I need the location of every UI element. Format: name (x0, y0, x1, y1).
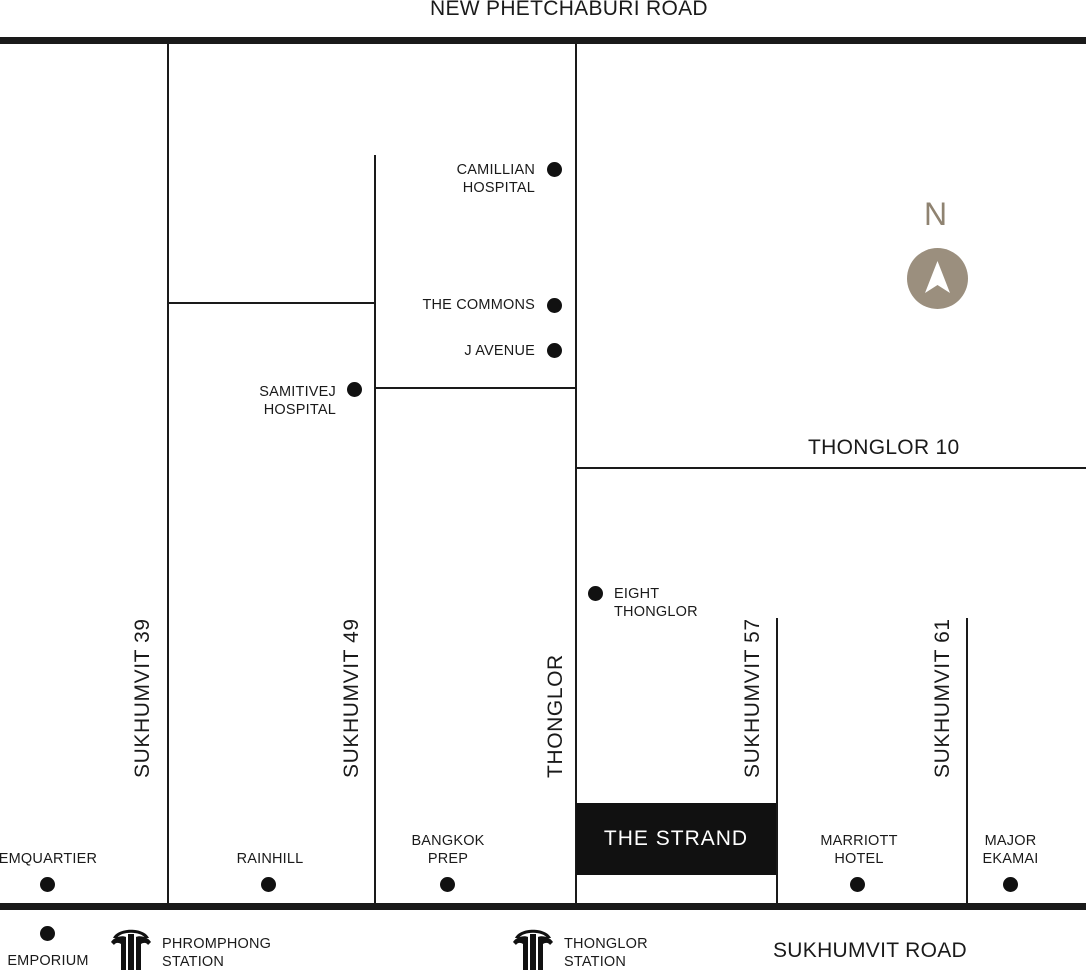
thonglor-label: THONGLOR (544, 654, 567, 778)
bangkok-prep-dot (440, 877, 455, 892)
sukhumvit-road-line (0, 903, 1086, 910)
sukhumvit-39-line (167, 44, 169, 903)
sukhumvit-39-label: SUKHUMVIT 39 (131, 618, 154, 778)
emporium-dot (40, 926, 55, 941)
thonglor-station-icon (512, 924, 554, 970)
sukhumvit-57-label: SUKHUMVIT 57 (741, 618, 764, 778)
the-commons-label: THE COMMONS (422, 297, 535, 313)
the-strand-label: THE STRAND (603, 827, 749, 850)
j-avenue-dot (547, 343, 562, 358)
j-avenue-label: J AVENUE (464, 343, 535, 359)
major-ekamai-dot (1003, 877, 1018, 892)
new-phetchaburi-road-line (0, 37, 1086, 44)
the-strand-location: THE STRAND (576, 803, 776, 875)
thonglor-10-label: THONGLOR 10 (808, 436, 960, 459)
north-label: N (924, 196, 948, 232)
north-arrow-icon (907, 248, 968, 309)
phromphong-station-icon (110, 924, 152, 970)
marriott-hotel-dot (850, 877, 865, 892)
connector-road-middle (376, 387, 575, 389)
emquartier-dot (40, 877, 55, 892)
rainhill-dot (261, 877, 276, 892)
connector-road-upper (169, 302, 374, 304)
thonglor-10-line (577, 467, 1086, 469)
eight-thonglor-dot (588, 586, 603, 601)
sukhumvit-61-line (966, 618, 968, 903)
samitivej-hospital-dot (347, 382, 362, 397)
new-phetchaburi-road-label: NEW PHETCHABURI ROAD (430, 0, 708, 20)
emquartier-label: EMQUARTIER (0, 851, 98, 867)
the-commons-dot (547, 298, 562, 313)
camillian-hospital-dot (547, 162, 562, 177)
emporium-label: EMPORIUM (7, 953, 89, 969)
sukhumvit-61-label: SUKHUMVIT 61 (931, 618, 954, 778)
sukhumvit-49-line (374, 155, 376, 903)
sukhumvit-49-label: SUKHUMVIT 49 (340, 618, 363, 778)
rainhill-label: RAINHILL (236, 851, 304, 867)
sukhumvit-road-label: SUKHUMVIT ROAD (773, 939, 967, 962)
thonglor-line (575, 44, 577, 903)
sukhumvit-57-line (776, 618, 778, 903)
